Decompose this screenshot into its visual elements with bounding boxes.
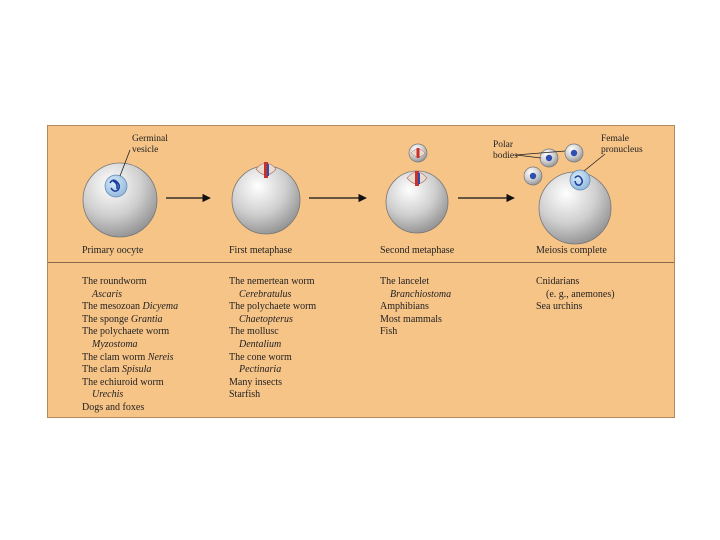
germinal-vesicle-label: Germinal vesicle <box>132 134 168 155</box>
stage-label-meiosis-complete: Meiosis complete <box>536 245 607 256</box>
polar-bodies-label: Polar bodies <box>493 140 518 161</box>
figure-panel: Germinal vesicle Polar bodies Female pro… <box>47 125 675 418</box>
organism-entry: The nemertean worm <box>229 276 315 287</box>
germinal-pointer <box>119 149 131 177</box>
organism-entry: Dentalium <box>239 338 282 350</box>
organism-entry: The clam Spisula <box>82 364 178 377</box>
organism-entry: Many insects <box>229 376 283 388</box>
organism-entry: Sea urchins <box>536 301 583 313</box>
organism-entry: The mesozoan Dicyema <box>82 301 178 314</box>
organism-entry: Pectinaria <box>239 364 282 376</box>
section-divider <box>48 262 674 263</box>
organism-entry: The lancelet <box>380 276 430 287</box>
female-pronucleus <box>569 169 591 191</box>
organism-entry: Dogs and foxes <box>82 401 145 413</box>
organism-common-name: The clam worm <box>82 351 148 363</box>
female-pronucleus-label: Female pronucleus <box>601 134 643 155</box>
organism-entry: The roundworm <box>82 276 147 287</box>
organism-entry: Cerebratulus <box>239 288 292 300</box>
organism-entry: Urechis <box>92 389 124 401</box>
organism-entry: The polychaete worm <box>229 301 317 313</box>
organism-entry: The mollusc <box>229 326 279 338</box>
organism-entry: Amphibians <box>380 301 429 313</box>
organism-entry: Chaetopterus <box>239 313 293 325</box>
organism-entry: Fish <box>380 326 398 338</box>
organism-genus-name: Grantia <box>130 313 163 325</box>
organism-entry: The cone worm <box>229 351 292 363</box>
organism-entry: The clam worm Nereis <box>82 352 178 365</box>
meiosis-diagram <box>82 143 612 245</box>
organism-common-name: The mesozoan <box>82 301 143 313</box>
first-metaphase-cell <box>231 162 301 235</box>
organism-genus-name: Dicyema <box>142 301 179 313</box>
organism-entry: The echiuroid worm <box>82 376 164 388</box>
stage-label-first-metaphase: First metaphase <box>229 245 293 256</box>
organism-entry: The sponge Grantia <box>82 314 178 327</box>
organism-entry: The polychaete worm <box>82 326 170 338</box>
second-metaphase-cell <box>385 143 449 234</box>
organism-entry: Ascaris <box>92 288 122 300</box>
organism-genus-name: Nereis <box>147 351 174 363</box>
pronucleus-pointer <box>583 153 606 172</box>
organism-entry: Myzostoma <box>92 338 138 350</box>
organism-entry: Cnidarians <box>536 276 580 287</box>
polar-pointer-1 <box>515 154 542 159</box>
germinal-vesicle <box>104 174 128 198</box>
stage-label-primary-oocyte: Primary oocyte <box>82 245 144 256</box>
organism-entry: Branchiostoma <box>390 288 452 300</box>
organism-common-name: The sponge <box>82 313 131 325</box>
organism-genus-name: Spisula <box>121 364 152 376</box>
organism-common-name: The clam <box>82 364 122 376</box>
organism-entry: (e. g., anemones) <box>546 288 615 300</box>
organism-entry: Starfish <box>229 389 261 401</box>
primary-oocyte-cell <box>82 162 158 238</box>
polar-pointer-2 <box>515 150 566 156</box>
stage-label-second-metaphase: Second metaphase <box>380 245 455 256</box>
organisms-meiosis-complete: Cnidarians(e. g., anemones)Sea urchins <box>536 276 615 314</box>
meiosis-complete-cell <box>523 143 612 245</box>
organism-entry: Most mammals <box>380 313 442 325</box>
